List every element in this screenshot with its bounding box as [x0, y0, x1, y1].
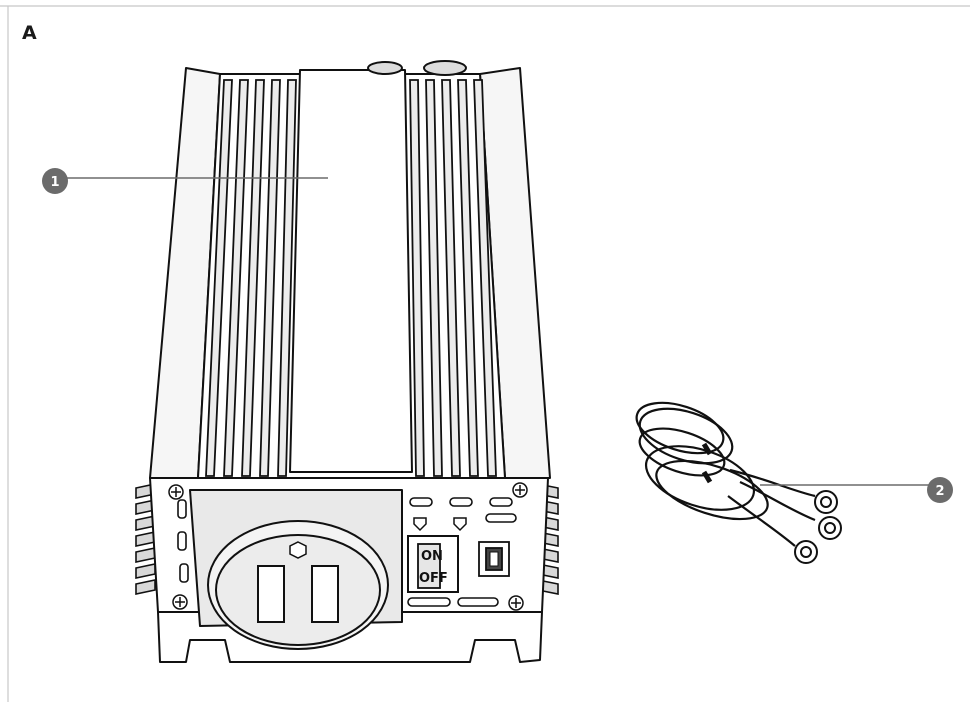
screw-icon — [168, 484, 184, 500]
dc-cables — [635, 401, 816, 547]
figure-letter: A — [22, 22, 37, 44]
socket-pin-hole-right — [311, 565, 339, 623]
callout-1-number: 1 — [50, 175, 59, 190]
callout-1: 1 — [42, 168, 328, 194]
fin — [473, 79, 497, 477]
led-indicator-right — [453, 517, 467, 532]
knob-left — [367, 61, 403, 75]
right-cooling-fins — [409, 79, 497, 477]
screws — [168, 482, 528, 611]
callout-2-number: 2 — [935, 484, 944, 499]
socket-icon — [207, 520, 389, 650]
led-indicator-left — [413, 517, 427, 532]
inverter-center-panel — [289, 69, 413, 473]
callout-2: 2 — [760, 477, 953, 503]
fin — [223, 79, 249, 477]
left-vent-slots — [177, 499, 189, 583]
fin — [241, 79, 265, 477]
screw-icon — [508, 595, 524, 611]
callout-1-badge — [42, 168, 68, 194]
cable-lead — [739, 481, 816, 522]
callout-2-badge — [927, 477, 953, 503]
fin — [425, 79, 443, 477]
power-switch — [407, 535, 459, 593]
fin — [259, 79, 281, 477]
cable-ring-terminal-icon — [818, 516, 842, 540]
fin — [409, 79, 425, 477]
led-indicators — [413, 517, 467, 532]
cable-coil — [638, 427, 726, 477]
cable-ring-terminal-icon — [814, 490, 838, 514]
left-cooling-fins — [205, 79, 297, 477]
cable-coil — [635, 401, 725, 455]
fin — [457, 79, 479, 477]
knob-right — [423, 60, 467, 76]
screw-icon — [512, 482, 528, 498]
screw-icon — [172, 594, 188, 610]
fin — [277, 79, 297, 477]
right-vent-slots — [407, 497, 517, 607]
switch-on-label: ON — [421, 549, 443, 564]
fin — [441, 79, 461, 477]
cable-ties — [701, 442, 713, 484]
socket-pin-hole-left — [257, 565, 285, 623]
switch-off-label: OFF — [419, 571, 448, 586]
cable-coil — [655, 459, 769, 521]
ring-terminals — [794, 490, 842, 564]
cable-coil — [638, 407, 734, 465]
cable-ring-terminal-icon — [794, 540, 818, 564]
cable-lead — [727, 495, 796, 547]
fin — [205, 79, 233, 477]
usb-port-icon — [478, 541, 510, 577]
